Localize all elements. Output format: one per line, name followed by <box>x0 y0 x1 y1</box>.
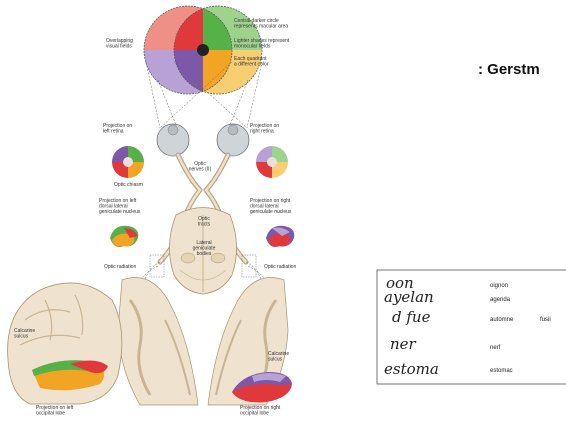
slide-title: : Gerstm <box>478 61 540 78</box>
left-lgn-projection <box>110 226 138 247</box>
right-eye <box>217 124 249 156</box>
typed-word-alt: fusil <box>540 317 551 323</box>
typed-word: estomac <box>490 368 513 374</box>
left-eye <box>157 124 189 156</box>
left-retina-projection <box>112 146 144 178</box>
typed-word: oignon <box>490 283 508 289</box>
handwritten-word: d fue <box>392 308 431 326</box>
macular-center <box>197 44 209 56</box>
handwritten-word: estoma <box>384 360 439 378</box>
label-optic-radiation-left: Optic radiation <box>104 264 136 270</box>
typed-word: nerf <box>490 345 501 351</box>
typed-word: agenda <box>490 297 511 303</box>
left-occipital-brain <box>8 283 122 404</box>
label-optic-chiasm: Optic chiasm <box>114 182 143 188</box>
right-lgn-projection <box>266 226 294 247</box>
visual-fields-circles <box>140 2 267 98</box>
typed-word: automne <box>490 317 514 323</box>
handwritten-word: ner <box>390 335 417 353</box>
right-retina-projection <box>256 146 288 178</box>
handwritten-word: ayelan <box>384 288 434 306</box>
label-optic-radiation-right: Optic radiation <box>264 264 296 270</box>
